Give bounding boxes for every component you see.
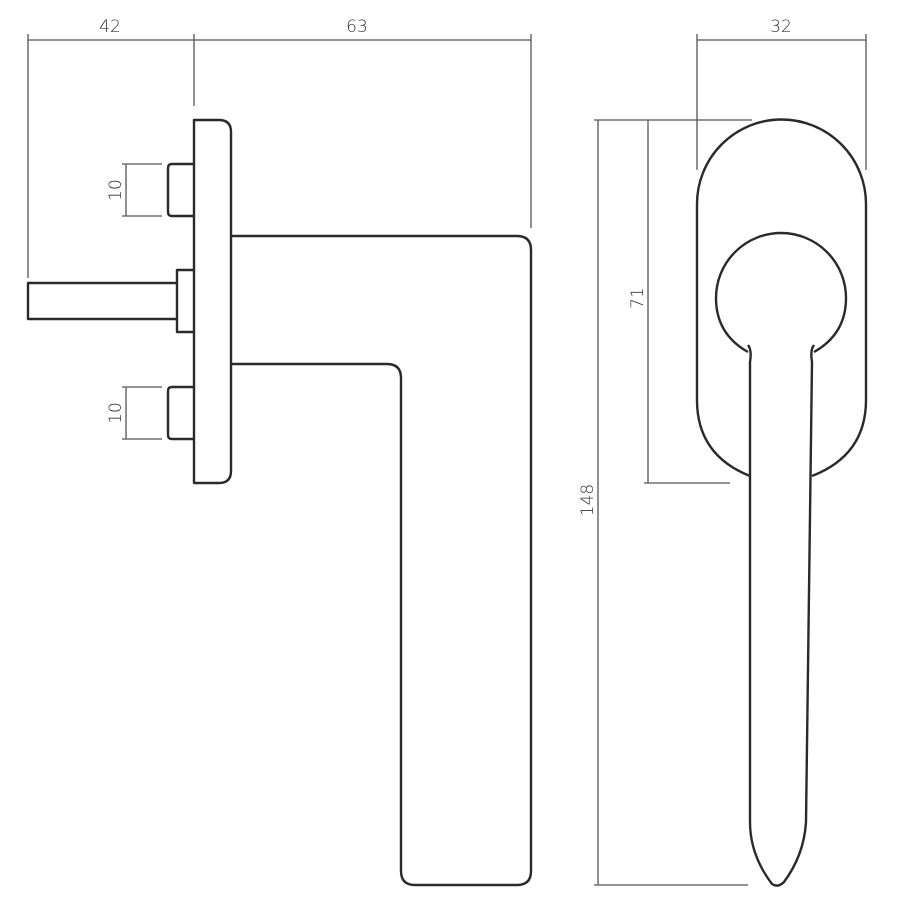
boss-circle — [714, 231, 848, 354]
dim-label-42: 42 — [99, 17, 121, 37]
lever-handle-front — [747, 344, 815, 887]
dimension-71: 71 — [628, 120, 730, 484]
dimension-10-lower: 10 — [106, 386, 162, 440]
dim-label-10-lower: 10 — [106, 402, 126, 424]
dim-label-10-upper: 10 — [106, 179, 126, 201]
lower-pin — [166, 385, 194, 441]
dimension-32: 32 — [696, 17, 867, 170]
dimension-10-upper: 10 — [106, 163, 162, 217]
dim-label-32: 32 — [770, 17, 792, 37]
dimension-42: 42 — [27, 17, 195, 278]
spindle — [26, 281, 177, 321]
dim-label-148: 148 — [578, 484, 598, 516]
front-view: 32 148 71 — [578, 17, 868, 887]
dimension-148: 148 — [578, 119, 752, 886]
rose-plate-side — [192, 118, 233, 485]
rose-outline-front — [695, 118, 868, 478]
handle-side — [231, 234, 533, 887]
side-view: 42 63 10 10 — [26, 17, 533, 887]
upper-pin — [166, 162, 194, 218]
dim-label-63: 63 — [346, 17, 368, 37]
dim-label-71: 71 — [628, 287, 648, 309]
spindle-collar — [175, 268, 194, 334]
dimension-63: 63 — [194, 17, 532, 228]
